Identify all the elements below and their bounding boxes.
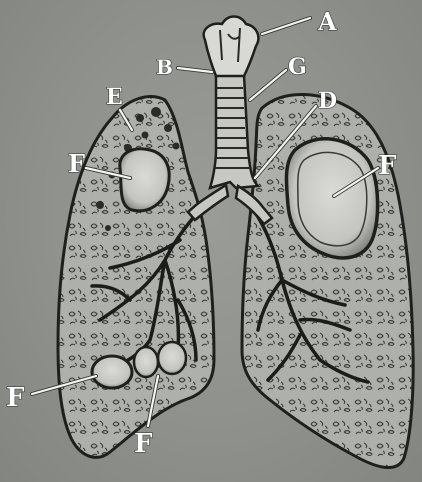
- label-a: A: [317, 7, 337, 36]
- cavity-left-upper: [120, 149, 169, 211]
- trachea: [210, 75, 258, 188]
- cavity-lower-mid-a: [134, 347, 158, 377]
- label-f-lower-left: F: [6, 383, 25, 413]
- cavity-lower-left: [92, 356, 132, 388]
- label-e: E: [106, 84, 123, 110]
- cavity-lower-mid-b: [158, 342, 186, 374]
- label-f-right: F: [378, 151, 397, 181]
- label-f-lower-mid: F: [134, 429, 153, 459]
- label-f-left-upper: F: [68, 149, 85, 178]
- label-d: D: [318, 88, 337, 114]
- label-g: G: [288, 54, 307, 80]
- larynx: [204, 17, 259, 77]
- label-b: B: [156, 55, 173, 79]
